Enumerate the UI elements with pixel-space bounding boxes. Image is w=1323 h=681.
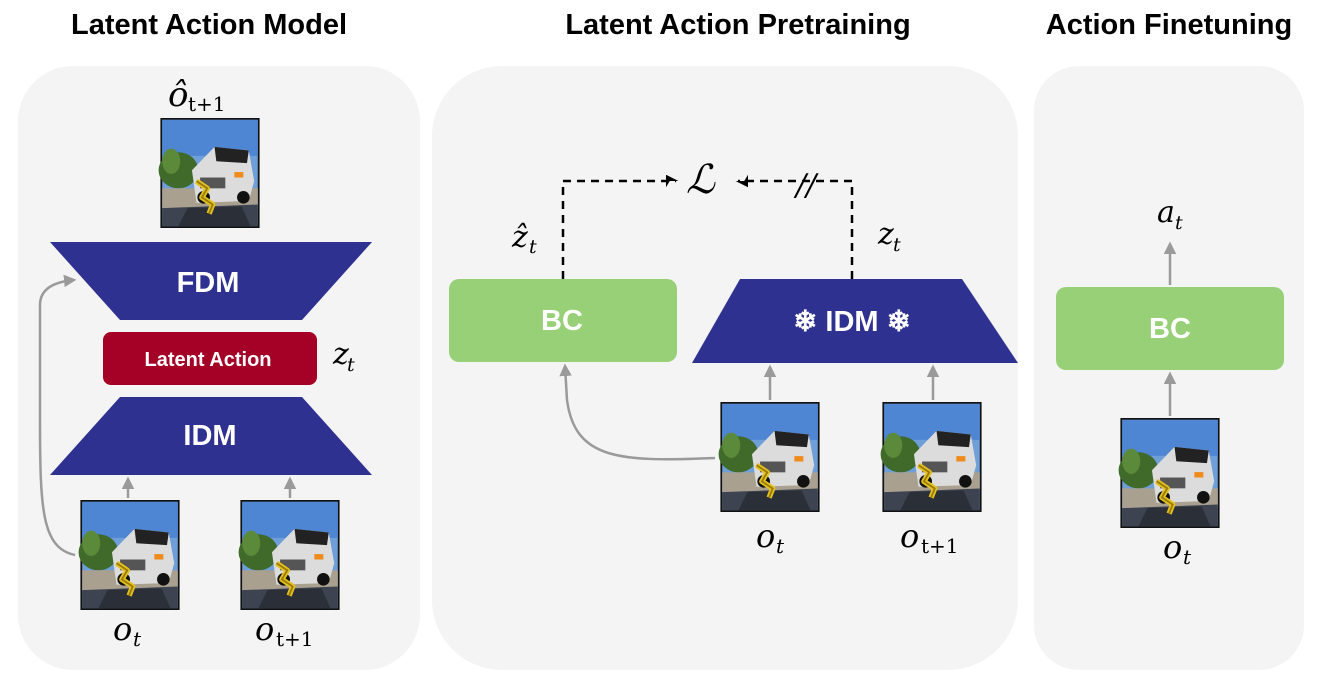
af-bc-block bbox=[1056, 287, 1284, 370]
lam-fdm-block bbox=[50, 242, 372, 320]
lam-fdm-label: FDM bbox=[177, 267, 240, 299]
lam-reconstruction-label: ô t+1 bbox=[168, 75, 226, 116]
svg-text:o: o bbox=[756, 517, 775, 555]
lap-arrow-frame-t-to-bc bbox=[559, 363, 716, 461]
svg-text:t: t bbox=[776, 534, 785, 558]
af-frame-t-image bbox=[1119, 418, 1220, 528]
svg-text:ô: ô bbox=[168, 75, 188, 115]
lap-dashed-arrow-z-to-loss bbox=[735, 174, 854, 279]
lap-zhat-label: ẑ t bbox=[511, 220, 537, 258]
svg-text:o: o bbox=[255, 610, 274, 648]
svg-text:t: t bbox=[893, 234, 901, 256]
lam-latent-action-label: Latent Action bbox=[144, 349, 271, 371]
svg-text:z: z bbox=[877, 217, 894, 252]
svg-text:o: o bbox=[900, 517, 919, 555]
svg-text:t: t bbox=[347, 354, 355, 376]
af-obs-t-label: o t bbox=[1163, 528, 1192, 569]
lam-frame-t1-image bbox=[239, 500, 340, 610]
panel-title-latent-action-pretraining: Latent Action Pretraining bbox=[565, 9, 910, 41]
svg-text:z: z bbox=[332, 337, 349, 372]
lap-dashed-arrow-zhat-to-loss bbox=[561, 174, 679, 279]
svg-text:a: a bbox=[1157, 195, 1175, 230]
lam-latent-action-block bbox=[103, 332, 317, 385]
lap-obs-t1-label: o t+1 bbox=[900, 517, 959, 558]
lap-frame-t1-image bbox=[881, 402, 982, 512]
svg-text:t+1: t+1 bbox=[188, 92, 226, 116]
panel-title-action-finetuning: Action Finetuning bbox=[1046, 9, 1292, 41]
lam-skip-arrow-frame-t-to-fdm bbox=[38, 274, 77, 557]
svg-text:t: t bbox=[1175, 212, 1183, 234]
af-bc-label: BC bbox=[1149, 313, 1191, 345]
lam-idm-block bbox=[50, 397, 372, 475]
svg-text:t: t bbox=[1183, 545, 1192, 569]
lap-obs-t-label: o t bbox=[756, 517, 785, 558]
lap-stop-gradient-symbol: // bbox=[793, 168, 819, 203]
lam-idm-label: IDM bbox=[183, 420, 236, 452]
panel-latent-action-pretraining bbox=[432, 66, 1018, 670]
lam-z-label: z t bbox=[332, 337, 355, 376]
svg-text:ẑ: ẑ bbox=[511, 220, 528, 255]
lap-bc-label: BC bbox=[541, 305, 583, 337]
lam-obs-t-label: o t bbox=[113, 610, 142, 651]
svg-text:t+1: t+1 bbox=[921, 534, 959, 558]
svg-text:o: o bbox=[113, 610, 132, 648]
lap-frame-t-image bbox=[719, 402, 820, 512]
lam-reconstructed-frame-image bbox=[159, 118, 260, 228]
svg-text:t: t bbox=[133, 627, 142, 651]
lap-frozen-idm-block bbox=[692, 279, 1018, 363]
svg-text:o: o bbox=[1163, 528, 1182, 566]
svg-text:t+1: t+1 bbox=[276, 627, 314, 651]
lap-bc-block bbox=[449, 279, 677, 362]
af-action-label: a t bbox=[1157, 195, 1183, 234]
lap-frozen-idm-label: ❄ IDM ❄ bbox=[793, 306, 911, 338]
svg-text:t: t bbox=[529, 236, 537, 258]
lam-obs-t1-label: o t+1 bbox=[255, 610, 314, 651]
lap-z-label: z t bbox=[877, 217, 901, 256]
lap-loss-symbol: ℒ bbox=[686, 157, 716, 203]
panel-title-latent-action-model: Latent Action Model bbox=[71, 9, 347, 41]
lam-frame-t-image bbox=[79, 500, 180, 610]
